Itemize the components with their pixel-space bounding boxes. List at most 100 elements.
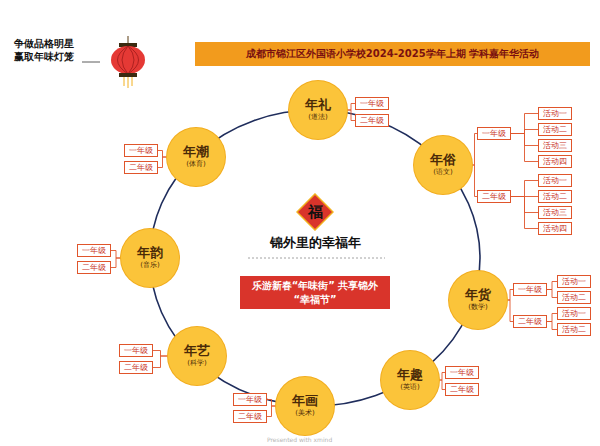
node-text: 二年级 <box>82 263 106 272</box>
node-text: 二年级 <box>450 385 474 394</box>
grade-box: 活动三 <box>538 139 572 152</box>
bracket-connector <box>347 110 355 121</box>
grade-box: 二年级 <box>124 161 158 174</box>
subject-circle: 年俗(语文) <box>414 136 472 194</box>
node-text: 一年级 <box>360 99 384 108</box>
bracket-connector <box>111 251 121 259</box>
subject-circle: 年潮(体育) <box>167 128 225 186</box>
subject-course: (音乐) <box>140 261 159 269</box>
subject-name: 年礼 <box>305 98 331 113</box>
bracket-connector <box>511 134 538 162</box>
grade-box: 二年级 <box>477 190 511 203</box>
subject-circle: 年趣(英语) <box>381 351 439 409</box>
node-text: 一年级 <box>238 395 262 404</box>
grade-box: 一年级 <box>233 393 267 406</box>
grade-box: 一年级 <box>124 144 158 157</box>
bracket-connector <box>158 151 167 158</box>
grade-box: 二年级 <box>233 410 267 423</box>
grade-box: 活动二 <box>557 291 591 304</box>
grade-box: 一年级 <box>77 244 111 257</box>
node-text: 二年级 <box>518 317 542 326</box>
bracket-connector <box>267 406 276 417</box>
bracket-connector <box>111 258 121 268</box>
subject-circle: 年艺(科学) <box>168 327 226 385</box>
subject-circle: 年画(美术) <box>276 377 334 435</box>
bracket-connector <box>511 130 538 134</box>
subject-course: (道法) <box>308 113 327 121</box>
subject-name: 年货 <box>465 288 491 303</box>
node-text: 活动二 <box>543 125 567 134</box>
grade-box: 活动二 <box>538 190 572 203</box>
node-text: 二年级 <box>482 192 506 201</box>
watermark: Presented with xmind <box>267 436 332 443</box>
grade-box: 一年级 <box>355 97 389 110</box>
divider-line <box>248 258 385 259</box>
bracket-connector <box>547 322 557 330</box>
bracket-connector <box>158 157 167 168</box>
node-text: 一年级 <box>129 146 153 155</box>
slogan-text: 争做品格明星 <box>14 38 74 51</box>
grade-box: 二年级 <box>513 315 547 328</box>
node-text: 活动一 <box>543 109 567 118</box>
grade-box: 一年级 <box>445 366 479 379</box>
slogan-banner: 乐游新春“年味街” 共享锦外“幸福节” <box>240 276 390 309</box>
node-text: 二年级 <box>238 412 262 421</box>
node-text: 活动二 <box>543 192 567 201</box>
subject-circle: 年货(数学) <box>449 271 507 329</box>
lantern-icon <box>111 36 145 88</box>
node-text: 活动四 <box>543 224 567 233</box>
grade-box: 活动一 <box>538 174 572 187</box>
grade-box: 一年级 <box>513 283 547 296</box>
subject-course: (语文) <box>433 168 452 176</box>
subject-course: (数学) <box>468 303 487 311</box>
node-text: 活动二 <box>562 293 586 302</box>
grade-box: 活动一 <box>557 307 591 320</box>
fu-diamond: 福 <box>296 193 334 231</box>
grade-box: 二年级 <box>355 114 389 127</box>
node-text: 一年级 <box>450 368 474 377</box>
node-text: 一年级 <box>124 346 148 355</box>
title-band: 成都市锦江区外国语小学校2024-2025学年上期 学科嘉年华活动 <box>195 42 590 66</box>
bracket-connector <box>511 114 538 134</box>
grade-box: 二年级 <box>445 383 479 396</box>
node-text: 活动一 <box>543 176 567 185</box>
grade-box: 一年级 <box>477 127 511 140</box>
subject-name: 年俗 <box>430 153 456 168</box>
subject-course: (体育) <box>186 160 205 168</box>
node-text: 二年级 <box>129 163 153 172</box>
node-text: 乐游新春“年味街” 共享锦外“幸福节” <box>248 279 382 306</box>
bracket-connector <box>267 400 276 407</box>
subject-circle: 年礼(道法) <box>289 81 347 139</box>
node-text: 一年级 <box>482 129 506 138</box>
node-text: 活动三 <box>543 208 567 217</box>
grade-box: 活动四 <box>538 222 572 235</box>
node-text: 活动二 <box>562 325 586 334</box>
node-text: 二年级 <box>124 363 148 372</box>
subject-name: 年潮 <box>183 145 209 160</box>
subject-course: (美术) <box>295 409 314 417</box>
bracket-connector <box>547 290 557 298</box>
grade-box: 活动四 <box>538 155 572 168</box>
node-text: 活动一 <box>562 309 586 318</box>
bracket-connector <box>547 282 557 290</box>
node-text: 一年级 <box>82 246 106 255</box>
subject-course: (英语) <box>400 383 419 391</box>
subject-name: 年画 <box>292 394 318 409</box>
grade-box: 活动二 <box>557 323 591 336</box>
node-text: 活动三 <box>543 141 567 150</box>
subject-course: (科学) <box>187 359 206 367</box>
node-text: 二年级 <box>360 116 384 125</box>
grade-box: 活动一 <box>538 107 572 120</box>
leader-line <box>82 62 100 63</box>
bracket-connector <box>153 351 168 357</box>
center-heading: 锦外里的幸福年 <box>270 234 361 252</box>
bracket-connector <box>547 314 557 322</box>
subject-circle: 年韵(音乐) <box>121 229 179 287</box>
bracket-connector <box>347 104 355 111</box>
subject-name: 年艺 <box>184 344 210 359</box>
grade-box: 一年级 <box>119 344 153 357</box>
bracket-connector <box>153 356 168 368</box>
node-text: 一年级 <box>518 285 542 294</box>
title-text: 成都市锦江区外国语小学校2024-2025学年上期 学科嘉年华活动 <box>246 47 539 61</box>
node-text: 活动一 <box>562 277 586 286</box>
